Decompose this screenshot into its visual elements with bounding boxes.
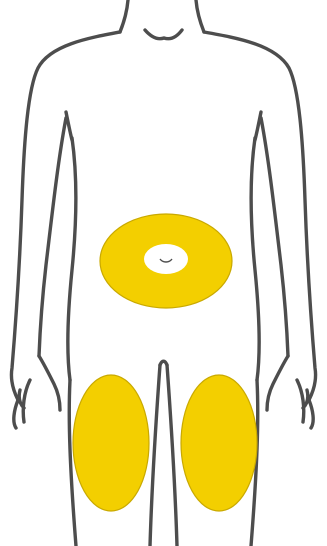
right-leg-inner-outline [167,365,177,546]
right-hand-outline [267,356,313,428]
right-thigh-zone [181,375,257,511]
left-leg-inner-outline [150,365,160,546]
neck-right-outline [196,0,204,32]
right-armpit-outline [255,112,261,140]
right-arm-inner-outline [261,118,288,356]
torso-right-outline [251,138,259,380]
collarbone-outline [145,30,182,39]
left-armpit-outline [66,112,72,140]
crotch-outline [160,361,167,365]
neck-left-outline [120,0,128,32]
left-hand-outline [14,356,60,428]
left-thigh-zone [73,375,149,511]
left-arm-inner-outline [39,118,66,356]
left-arm-outer-outline [11,32,120,400]
torso-left-outline [68,138,76,380]
navel-hole [144,244,188,274]
